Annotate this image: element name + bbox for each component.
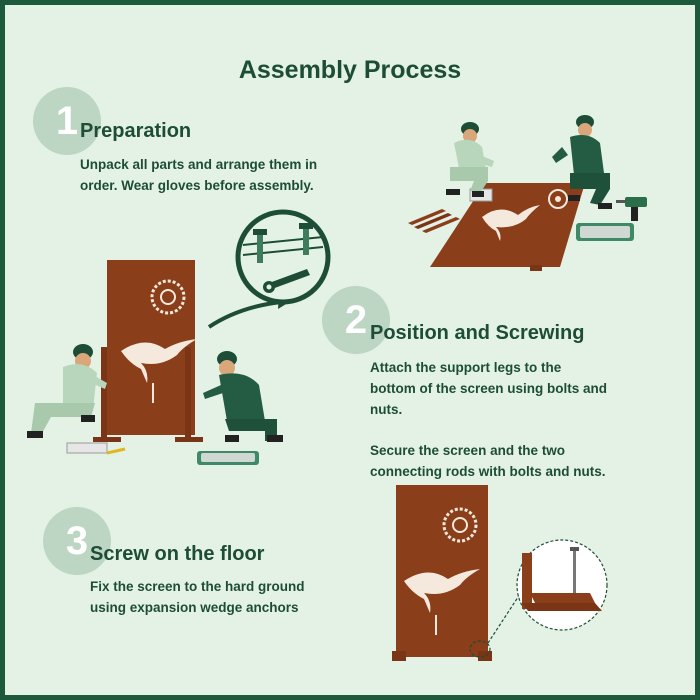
step-2-line-2: bottom of the screen using bolts and <box>370 381 608 396</box>
toolbox-icon <box>576 223 634 241</box>
preparation-illustration <box>408 115 647 271</box>
step-3-heading: Screw on the floor <box>90 543 265 565</box>
step-2-description: Attach the support legs to the bottom of… <box>370 357 607 420</box>
worker-right <box>552 115 612 209</box>
bolt-icon <box>253 223 313 263</box>
screwdriver <box>106 447 126 455</box>
bolt-detail-illustration <box>207 209 331 329</box>
worker-right <box>203 351 283 442</box>
step-2-heading: Position and Screwing <box>370 322 585 344</box>
step-1-line-1: Unpack all parts and arrange them in <box>80 157 318 172</box>
wrench-icon <box>263 269 310 293</box>
step-3-description: Fix the screen to the hard ground using … <box>90 576 305 618</box>
page-title: Assembly Process <box>238 56 462 84</box>
worker-left <box>446 122 494 197</box>
step-1-heading: Preparation <box>80 120 192 142</box>
step-3-line-2: using expansion wedge anchors <box>90 600 299 615</box>
support-leg-left <box>101 347 107 441</box>
step-2-line-3: nuts. <box>370 402 403 417</box>
step-2-line-5: connecting rods with bolts and nuts. <box>370 464 606 479</box>
step-2-line-4: Secure the screen and the two <box>370 443 566 458</box>
step-3-number: 3 <box>43 507 111 575</box>
step-1-number: 1 <box>33 87 101 155</box>
floor-anchor-illustration <box>392 485 608 661</box>
sun-motif-icon <box>150 279 186 315</box>
toolbox-icon <box>197 451 259 465</box>
drill-icon <box>616 197 647 221</box>
hummingbird-motif-icon <box>482 205 540 241</box>
detail-marker <box>469 640 491 658</box>
step-1-description: Unpack all parts and arrange them in ord… <box>80 154 317 196</box>
step-1-line-2: order. Wear gloves before assembly. <box>80 178 314 193</box>
worker-left <box>27 344 107 438</box>
step-3-line-1: Fix the screen to the hard ground <box>90 579 305 594</box>
sun-motif-icon <box>442 507 478 543</box>
support-leg-right <box>185 347 191 441</box>
hummingbird-motif-icon <box>404 569 480 635</box>
sun-motif-icon <box>548 189 568 209</box>
panel-foot <box>530 265 542 271</box>
anchor-icon <box>570 547 579 593</box>
parts-tray <box>66 442 108 454</box>
screwing-illustration <box>27 260 283 465</box>
step-2-line-1: Attach the support legs to the <box>370 360 562 375</box>
step-2-number: 2 <box>322 286 390 354</box>
step-2-description-2: Secure the screen and the two connecting… <box>370 440 606 482</box>
hummingbird-motif-icon <box>121 339 197 403</box>
support-legs <box>408 209 460 233</box>
